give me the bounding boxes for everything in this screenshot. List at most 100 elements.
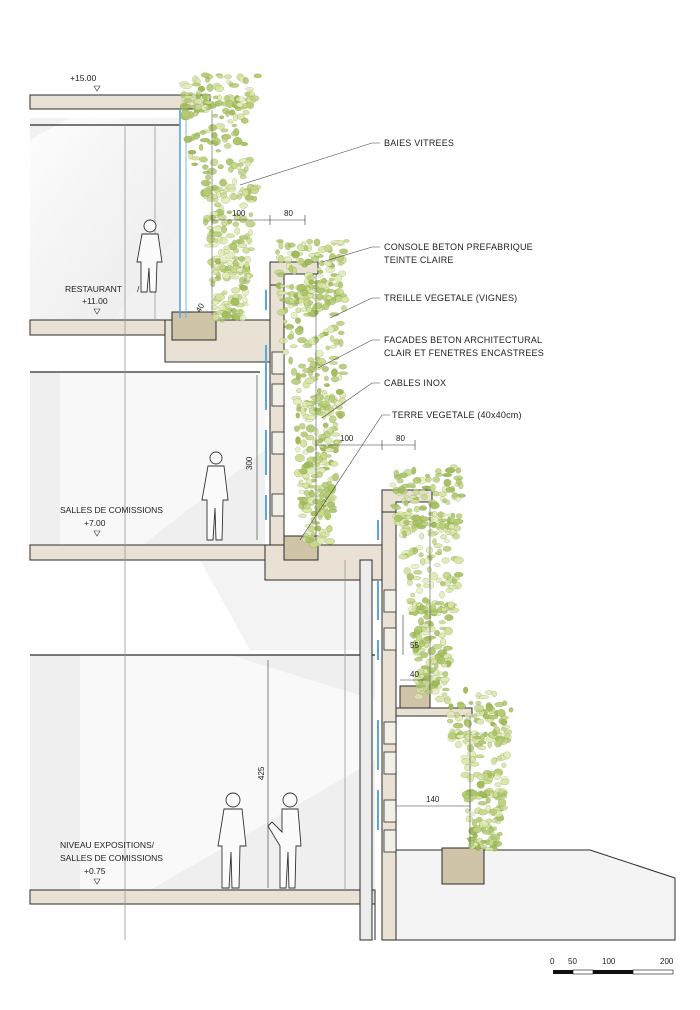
vegetation — [179, 72, 514, 852]
leaf — [427, 566, 432, 573]
leaf — [232, 221, 240, 227]
leaf — [310, 532, 316, 536]
leaf — [488, 808, 497, 815]
leaf — [491, 690, 498, 698]
leaf — [232, 178, 238, 186]
leaf — [221, 134, 229, 143]
leaf — [212, 313, 219, 321]
leaf — [500, 776, 509, 781]
leaf — [440, 638, 447, 647]
leaf — [337, 330, 345, 336]
leaf — [326, 454, 332, 458]
leaf — [490, 833, 501, 841]
leaf — [219, 178, 227, 187]
leaf — [438, 649, 446, 657]
leaf — [314, 373, 320, 377]
leaf — [441, 692, 448, 697]
leaf — [327, 484, 337, 493]
leaf — [295, 436, 301, 445]
leaf — [445, 499, 451, 506]
leaf — [472, 735, 482, 740]
leaf — [429, 572, 439, 581]
leaf — [440, 534, 447, 540]
leaf — [283, 256, 293, 264]
leaf — [412, 477, 422, 484]
leaf — [418, 617, 425, 626]
leaf — [306, 478, 313, 486]
leaf — [416, 668, 425, 676]
leaf — [304, 537, 314, 544]
leaf — [411, 466, 417, 475]
leaf — [209, 158, 219, 167]
leaf — [335, 389, 344, 395]
leaf — [249, 185, 259, 190]
leaf — [424, 557, 432, 564]
leaf — [213, 140, 218, 147]
leaf — [191, 82, 201, 87]
leaf — [212, 113, 219, 118]
leaf — [337, 412, 344, 420]
leaf — [245, 87, 254, 91]
leaf — [291, 377, 302, 385]
leaf — [328, 415, 337, 423]
leaf — [329, 253, 337, 262]
leaf — [432, 537, 437, 546]
leaf — [450, 512, 456, 519]
leaf — [283, 319, 288, 324]
leaf — [470, 762, 480, 767]
leaf — [441, 607, 447, 612]
leaf — [467, 773, 475, 782]
leaf — [477, 745, 486, 751]
leaf — [439, 676, 450, 683]
leaf — [306, 274, 316, 281]
leaf — [441, 663, 448, 668]
leaf — [239, 202, 248, 209]
level-markers: +15.00 RESTAURANT / +11.00 SALLES DE COM… — [60, 73, 163, 885]
leaf — [441, 512, 447, 517]
leaf — [308, 337, 318, 345]
leaf — [314, 525, 322, 532]
leaf — [229, 83, 240, 88]
leaf — [314, 350, 324, 358]
leaf — [434, 563, 441, 568]
leaf — [326, 501, 335, 508]
leaf — [231, 123, 238, 128]
leaf — [241, 267, 251, 275]
leaf — [330, 376, 340, 383]
leaf — [444, 614, 454, 621]
leaf — [421, 485, 432, 490]
leaf — [244, 159, 252, 167]
level-name-commissions: SALLES DE COMISSIONS — [60, 505, 163, 515]
leaf — [243, 166, 249, 173]
leaf — [202, 164, 209, 170]
leaf — [303, 503, 311, 510]
leaf — [426, 667, 436, 673]
leaf — [389, 482, 396, 488]
leaf — [432, 643, 443, 650]
leaf — [334, 254, 344, 262]
leaf — [300, 289, 309, 297]
leaf — [306, 307, 312, 313]
leaf — [318, 444, 325, 449]
leaf — [215, 310, 224, 315]
leaf — [212, 184, 218, 191]
leaf — [308, 285, 319, 289]
leaf — [453, 525, 462, 532]
leaf — [463, 686, 469, 694]
leaf — [446, 711, 456, 718]
leaf — [221, 290, 228, 295]
leaf — [275, 249, 280, 255]
scale-tick-200: 200 — [660, 957, 674, 966]
leaf — [445, 467, 456, 474]
label-facades-line1: FACADES BETON ARCHITECTURAL — [384, 335, 542, 345]
interior-shading — [30, 118, 375, 890]
leaf — [398, 472, 408, 478]
leaf — [307, 525, 315, 532]
leaf — [478, 820, 489, 828]
leaf — [398, 554, 408, 560]
level-name-exhibition-line2: SALLES DE COMISSIONS — [60, 853, 163, 863]
leaf — [433, 543, 443, 548]
leaf — [230, 131, 239, 137]
leaf — [467, 744, 474, 752]
leaf — [199, 138, 210, 143]
